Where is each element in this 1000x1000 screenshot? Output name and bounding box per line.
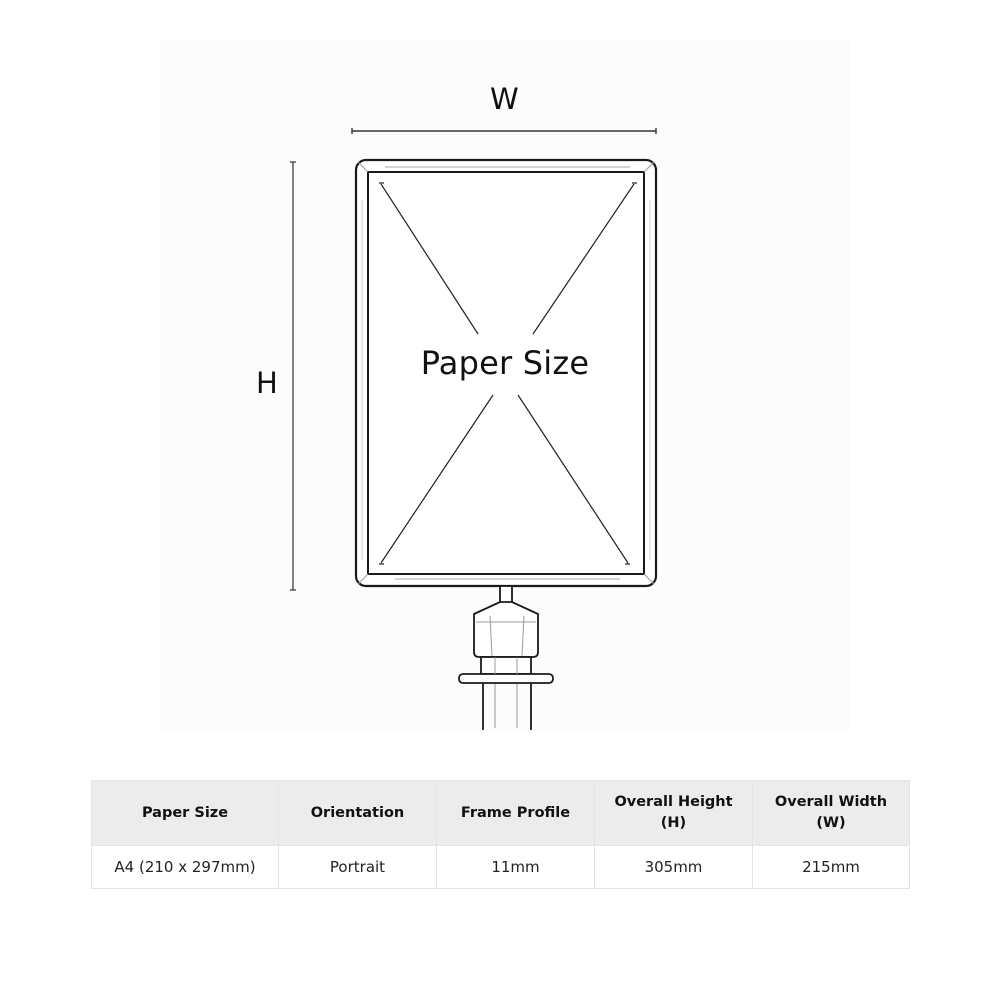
header-frame-profile: Frame Profile	[436, 780, 595, 846]
cell-overall-height: 305mm	[594, 845, 753, 889]
width-dimension-line	[351, 128, 657, 134]
cell-orientation: Portrait	[278, 845, 437, 889]
poster-frame	[354, 158, 658, 588]
cell-frame-profile: 11mm	[436, 845, 595, 889]
header-orientation: Orientation	[278, 780, 437, 846]
cell-overall-width: 215mm	[752, 845, 910, 889]
specification-table: Paper Size Orientation Frame Profile Ove…	[91, 780, 910, 889]
height-label: H	[256, 366, 278, 400]
post-detail-lines	[476, 615, 536, 728]
header-overall-width: Overall Width(W)	[752, 780, 910, 846]
table-header-row: Paper Size Orientation Frame Profile Ove…	[91, 780, 910, 846]
width-label: W	[490, 82, 519, 116]
paper-size-label: Paper Size	[420, 344, 590, 382]
stanchion-post	[458, 585, 554, 730]
cell-paper-size: A4 (210 x 297mm)	[91, 845, 279, 889]
height-dimension-line	[290, 161, 296, 591]
sign-frame-diagram	[290, 128, 658, 730]
header-overall-height: Overall Height(H)	[594, 780, 753, 846]
paper-diagonals	[379, 182, 637, 565]
table-row: A4 (210 x 297mm) Portrait 11mm 305mm 215…	[91, 845, 910, 889]
header-paper-size: Paper Size	[91, 780, 279, 846]
